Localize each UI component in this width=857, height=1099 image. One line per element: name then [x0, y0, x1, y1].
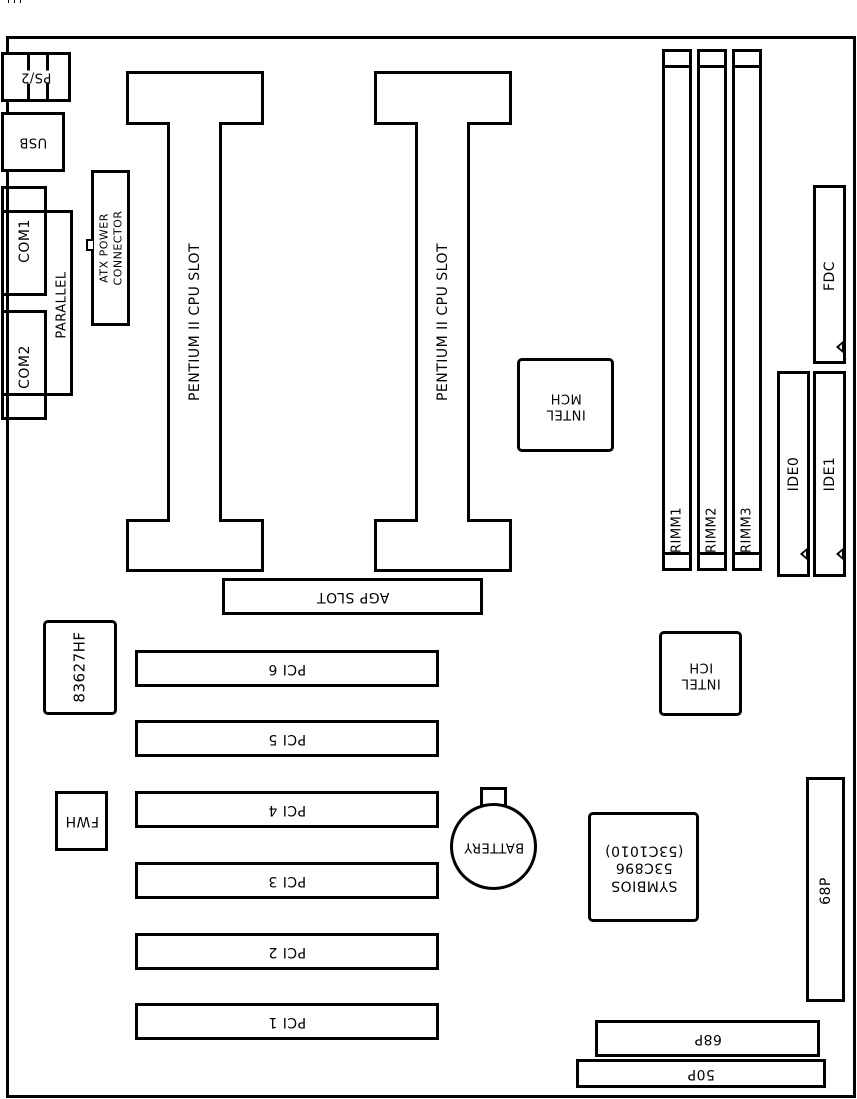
- cpu-slot-1-stem: [167, 122, 222, 522]
- ide0-connector[interactable]: IDE0: [777, 371, 810, 577]
- cpu-slot-2-label: PENTIUM II CPU SLOT: [435, 242, 451, 402]
- tick-mark: [14, 0, 15, 3]
- ich-line1: INTEL: [680, 674, 721, 690]
- fdc-connector[interactable]: FDC: [813, 185, 846, 364]
- fwh-chip[interactable]: FWH: [55, 791, 108, 851]
- motherboard-outline: [6, 36, 856, 1098]
- parallel-connector[interactable]: PARALLEL: [1, 210, 73, 396]
- rimm2-label: RIMM2: [704, 506, 720, 554]
- parallel-label: PARALLEL: [54, 271, 70, 339]
- ich-line2: ICH: [688, 658, 713, 674]
- pci-slot-4[interactable]: PCI 4: [135, 791, 439, 828]
- superio-chip[interactable]: 83627HF: [43, 620, 117, 715]
- ps2-label: PS/2: [19, 69, 53, 85]
- scsi-68p-vertical-connector[interactable]: 68P: [806, 777, 845, 1002]
- mch-line2: MCH: [549, 390, 582, 405]
- pci-slot-6[interactable]: PCI 6: [135, 650, 439, 687]
- com2-connector[interactable]: COM2: [1, 310, 47, 420]
- rimm-key: [735, 65, 759, 68]
- pci3-label: PCI 3: [267, 872, 307, 889]
- rimm-key: [665, 65, 689, 68]
- rimm1-label: RIMM1: [669, 506, 685, 554]
- pci-slot-2[interactable]: PCI 2: [135, 933, 439, 970]
- tick-mark: [20, 0, 21, 3]
- pci-slot-5[interactable]: PCI 5: [135, 720, 439, 757]
- cpu-slot-1-bottom: [126, 519, 264, 572]
- usb-label: USB: [18, 134, 48, 150]
- scsi-68p-horizontal-connector[interactable]: 68P: [595, 1020, 820, 1057]
- ide1-label: IDE1: [822, 456, 838, 492]
- scsi-controller-chip[interactable]: SYMBIOS 53C896 (53C1010): [588, 812, 699, 922]
- mch-label: INTEL MCH: [545, 389, 586, 422]
- agp-slot[interactable]: AGP SLOT: [222, 578, 483, 615]
- com2-label: COM2: [17, 345, 33, 389]
- rimm-key: [700, 552, 724, 555]
- ich-label: INTEL ICH: [681, 657, 720, 690]
- pci4-label: PCI 4: [267, 801, 307, 818]
- rimm-key: [700, 65, 724, 68]
- atx-power-label: ATX POWER CONNECTOR: [97, 211, 125, 286]
- atx-power-line1: ATX POWER: [97, 213, 111, 283]
- rimm-key: [665, 552, 689, 555]
- cpu-slot-2-stem: [415, 122, 470, 522]
- scsi-chip-line3: (53C1010): [604, 842, 683, 859]
- ps2-connector[interactable]: PS/2: [1, 52, 71, 102]
- com1-connector[interactable]: COM1: [1, 186, 47, 296]
- atx-power-connector[interactable]: ATX POWER CONNECTOR: [86, 170, 130, 326]
- rimm-slot-1[interactable]: RIMM1: [662, 49, 692, 571]
- rimm-slot-3[interactable]: RIMM3: [732, 49, 762, 571]
- agp-label: AGP SLOT: [316, 588, 389, 605]
- pci6-label: PCI 6: [267, 660, 307, 677]
- rimm3-label: RIMM3: [739, 506, 755, 554]
- fdc-label: FDC: [822, 260, 838, 292]
- power-latch: [86, 239, 93, 251]
- rimm-key: [735, 552, 759, 555]
- intel-mch-chip[interactable]: INTEL MCH: [517, 358, 614, 452]
- pin1-notch: [836, 548, 843, 560]
- scsi-68p-vertical-label: 68P: [818, 877, 834, 905]
- tick-mark: [8, 0, 9, 3]
- cpu-slot-2-top: [374, 71, 512, 125]
- pci1-label: PCI 1: [267, 1013, 307, 1030]
- scsi-50p-connector[interactable]: 50P: [576, 1059, 826, 1088]
- rimm-slot-2[interactable]: RIMM2: [697, 49, 727, 571]
- cpu-slot-1-top: [126, 71, 264, 125]
- pci-slot-1[interactable]: PCI 1: [135, 1003, 439, 1040]
- atx-power-line2: CONNECTOR: [111, 210, 124, 286]
- superio-label: 83627HF: [70, 631, 89, 703]
- pin1-notch: [836, 341, 843, 353]
- battery-cell: BATTERY: [450, 803, 537, 890]
- ide1-connector[interactable]: IDE1: [813, 371, 846, 577]
- scsi-chip-label: SYMBIOS 53C896 (53C1010): [604, 841, 683, 894]
- com1-label: COM1: [17, 219, 33, 263]
- mch-line1: INTEL: [545, 406, 586, 422]
- pci5-label: PCI 5: [267, 730, 307, 747]
- cpu-slot-2-bottom: [374, 519, 512, 572]
- scsi-chip-line2: 53C896: [614, 859, 673, 876]
- intel-ich-chip[interactable]: INTEL ICH: [659, 631, 742, 716]
- scsi-50p-label: 50P: [687, 1065, 715, 1082]
- scsi-68p-horizontal-label: 68P: [693, 1030, 722, 1047]
- fwh-label: FWH: [64, 813, 99, 829]
- pci2-label: PCI 2: [267, 943, 307, 960]
- usb-connector[interactable]: USB: [1, 112, 65, 172]
- scsi-chip-line1: SYMBIOS: [610, 877, 677, 894]
- pin1-notch: [800, 548, 807, 560]
- pci-slot-3[interactable]: PCI 3: [135, 862, 439, 899]
- cpu-slot-1-label: PENTIUM II CPU SLOT: [187, 242, 203, 402]
- battery-label: BATTERY: [463, 839, 524, 854]
- ide0-label: IDE0: [786, 456, 802, 492]
